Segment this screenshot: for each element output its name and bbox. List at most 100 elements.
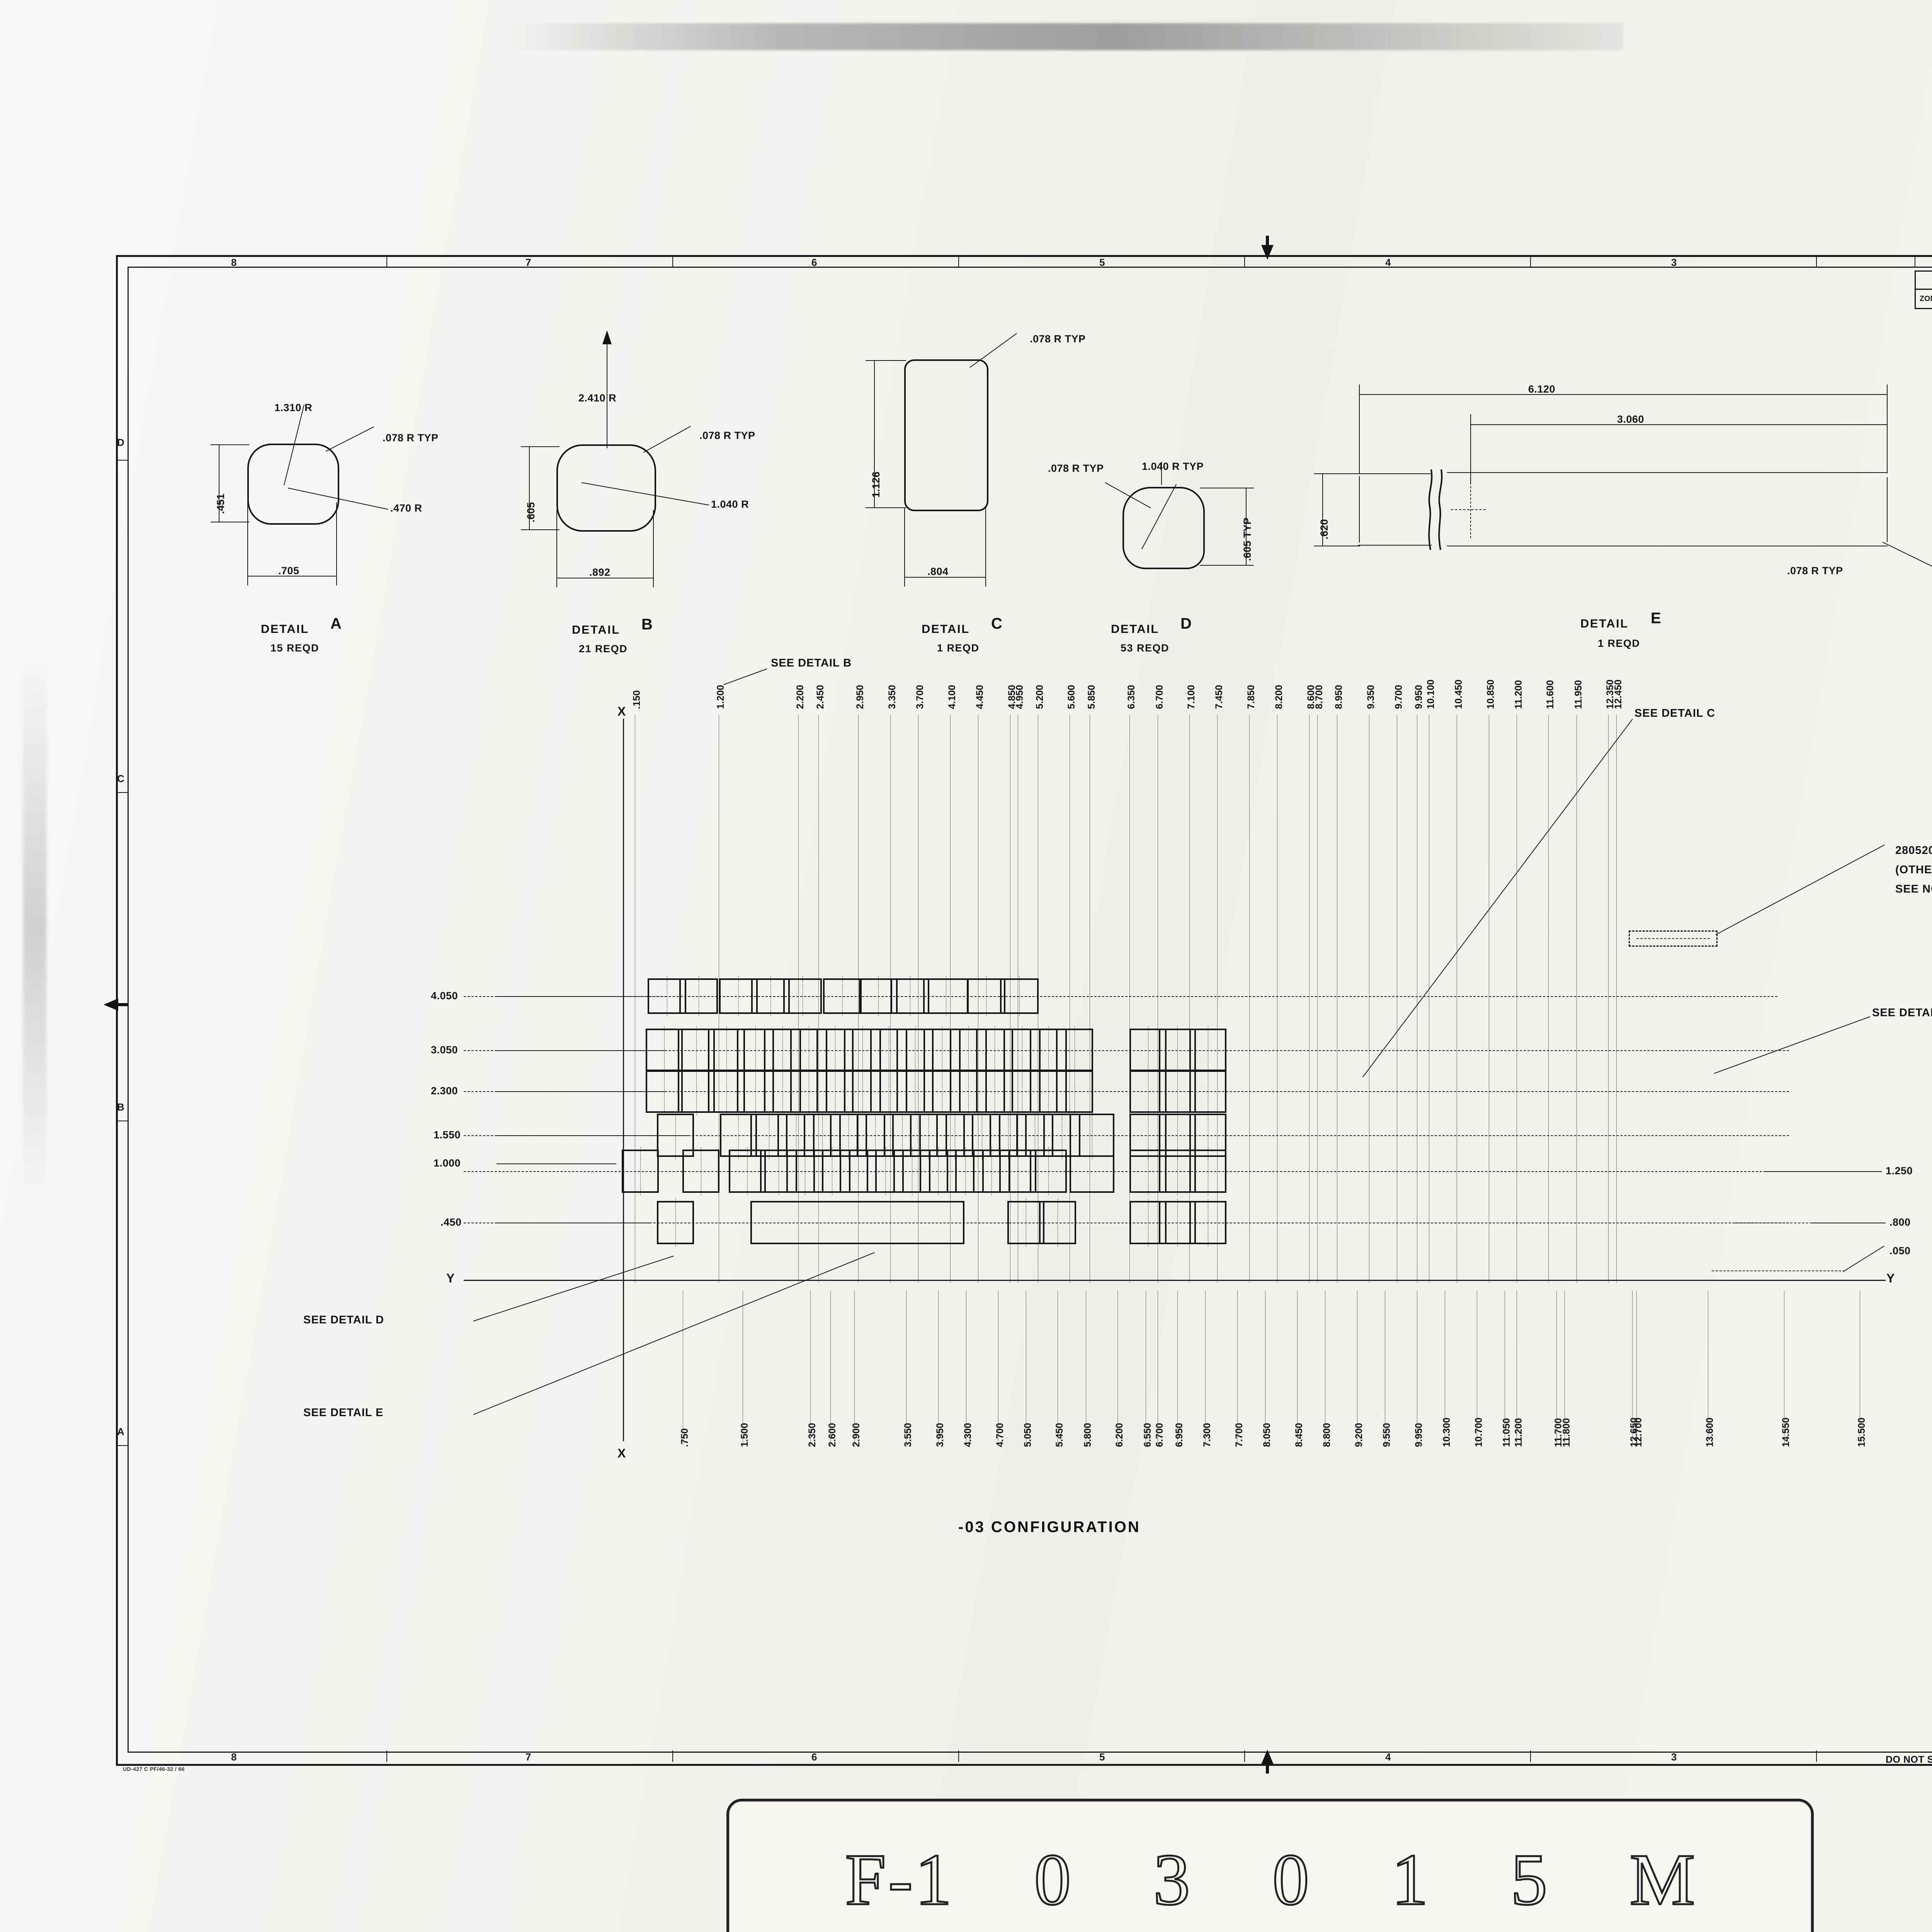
ext-line [336, 502, 337, 585]
revision-column-row: ZONE LTR EIR DESCRIPTION — FOR DETAILS S… [1916, 290, 1932, 308]
detail-a-dim-078r: .078 R TYP [383, 432, 439, 444]
detail-c-keycap-outline [904, 359, 988, 511]
x-dim-label-bottom-17: 7.700 [1234, 1423, 1245, 1447]
zone-label-bottom-7: 7 [526, 1751, 531, 1763]
callout-see-detail-c: SEE DETAIL C [1634, 707, 1716, 719]
x-dim-label-bottom-18: 8.050 [1262, 1423, 1273, 1447]
x-dim-label-top-8: 4.450 [974, 685, 985, 709]
x-witness-line [1317, 715, 1318, 1283]
paper-smudge-left [23, 657, 46, 1198]
ext-line [866, 360, 906, 361]
zone-tick [1244, 1750, 1245, 1762]
zone-label-left-A: A [117, 1426, 124, 1437]
part-note-line2: (OTHER SIDE) [1895, 864, 1932, 876]
zone-label-top-8: 8 [231, 257, 237, 268]
x-dim-label-bottom-10: 5.450 [1054, 1423, 1065, 1447]
dim-line [904, 577, 985, 578]
zone-tick [1816, 1750, 1817, 1762]
x-dim-label-top-10: 4.950 [1014, 685, 1026, 709]
center-arrow-left [104, 998, 128, 1011]
detail-d-dim-1040r: 1.040 R TYP [1142, 461, 1204, 472]
detail-e-top-left [1358, 473, 1432, 474]
y-dim-2300: 2.300 [431, 1085, 458, 1097]
ext-line [1359, 384, 1360, 473]
x-witness-line [890, 715, 891, 1283]
x-dim-label-top-23: 9.350 [1365, 685, 1376, 709]
x-witness-line [1177, 1291, 1178, 1445]
zone-label-left-D: D [117, 437, 124, 448]
detail-b-title: DETAIL [572, 623, 620, 636]
x-dim-label-top-11: 5.200 [1034, 685, 1045, 709]
detail-c-title: DETAIL [922, 622, 970, 636]
x-dim-label-bottom-31: 12.700 [1633, 1417, 1644, 1447]
ext-line [653, 510, 654, 587]
x-dim-label-top-30: 11.600 [1545, 680, 1556, 709]
part-label-strip [1629, 930, 1718, 947]
film-char-3: 0 [1271, 1838, 1311, 1922]
detail-b-dim-892: .892 [589, 566, 611, 578]
detail-a-title: DETAIL [261, 622, 309, 636]
x-dim-label-top-21: 8.700 [1313, 685, 1325, 709]
x-dim-label-top-7: 4.100 [946, 685, 957, 709]
ext-line [1314, 473, 1360, 474]
detail-a-dim-470r: .470 R [390, 502, 422, 514]
x-witness-line [818, 715, 819, 1283]
x-dim-label-top-0: .150 [631, 690, 642, 709]
detail-a-dim-451: .451 [215, 493, 226, 514]
ext-line [904, 507, 905, 587]
x-dim-label-bottom-7: 4.300 [962, 1423, 973, 1447]
x-dim-label-bottom-1: 1.500 [739, 1423, 750, 1447]
zone-label-bottom-4: 4 [1385, 1751, 1391, 1763]
x-dim-label-bottom-21: 9.200 [1353, 1423, 1364, 1447]
film-char-2: 3 [1152, 1838, 1192, 1922]
x-witness-line [1129, 715, 1130, 1283]
detail-b-dim-605: .605 [525, 502, 537, 522]
x-witness-line [1205, 1291, 1206, 1445]
revision-header-row: REVISIONS (CONTROLLING PIC REV LEVEL APP… [1916, 272, 1932, 290]
ext-line [247, 502, 248, 585]
sheet-border-outer [116, 255, 1932, 1766]
detail-e-title: DETAIL [1580, 617, 1629, 630]
x-witness-line [810, 1291, 811, 1445]
part-note-line1: 2805202-(SEE TABLE) [1895, 844, 1932, 857]
detail-c-dim-804: .804 [927, 566, 949, 577]
x-dim-label-bottom-12: 6.200 [1114, 1423, 1125, 1447]
detail-d-letter: D [1180, 615, 1192, 632]
zone-label-left-C: C [117, 773, 124, 784]
detail-d-leader-1040 [1161, 462, 1162, 485]
detail-b-letter: B [641, 616, 653, 633]
dim-line [247, 576, 336, 577]
detail-e-dim-6120: 6.120 [1528, 383, 1556, 395]
x-witness-line [830, 1291, 831, 1445]
x-witness-line [950, 715, 951, 1283]
zone-label-top-3: 3 [1671, 257, 1677, 268]
row-centerline-r5 [464, 1171, 1789, 1172]
zone-tick [116, 1445, 128, 1446]
x-dim-label-bottom-14: 6.700 [1154, 1423, 1165, 1447]
detail-d-dim-605typ: .605 TYP [1242, 517, 1253, 561]
zone-label-top-7: 7 [526, 257, 531, 268]
x-dim-label-bottom-6: 3.950 [934, 1423, 946, 1447]
detail-a-dim-705: .705 [278, 565, 299, 577]
detail-e-letter: E [1651, 610, 1661, 627]
form-code: UD-427 C PF/46-32 / 66 [123, 1766, 185, 1772]
x-witness-line [1309, 715, 1310, 1283]
x-dim-label-top-3: 2.450 [815, 685, 826, 709]
x-dim-label-top-4: 2.950 [855, 685, 866, 709]
ext-line [1470, 414, 1471, 484]
x-dim-label-top-28: 10.850 [1485, 679, 1496, 709]
configuration-caption: -03 CONFIGURATION [958, 1519, 1141, 1536]
y-dim-1000: 1.000 [434, 1157, 461, 1169]
x-dim-label-top-27: 10.450 [1453, 679, 1464, 709]
detail-d-qty: 53 REQD [1121, 642, 1170, 654]
detail-b-dim-078r: .078 R TYP [699, 430, 755, 441]
y-dim-4050: 4.050 [431, 990, 458, 1002]
zone-tick [1530, 1750, 1531, 1762]
x-witness-line [854, 1291, 855, 1445]
detail-e-bot-left [1358, 545, 1432, 546]
x-dim-label-bottom-20: 8.800 [1321, 1423, 1333, 1447]
ext-line [1887, 384, 1888, 473]
y-dim-3050: 3.050 [431, 1044, 458, 1056]
dim-line [1246, 488, 1247, 565]
do-not-scale-note: DO NOT SCALE THIS PRINT [1886, 1754, 1932, 1765]
